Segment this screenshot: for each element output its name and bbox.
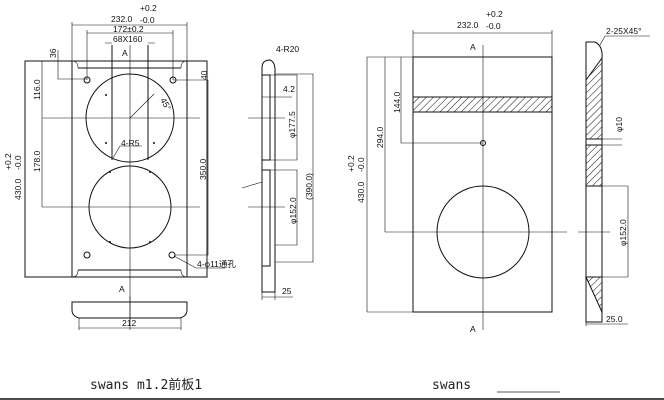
chamfer-note: 2-25X45° [606, 26, 642, 36]
dim-178: 178.0 [32, 150, 42, 172]
height-tol-plus-2: +0.2 [346, 155, 356, 172]
slot-dim: 68X160 [113, 34, 143, 44]
dia-177: φ177.5 [287, 111, 297, 138]
dim-294: 294.0 [375, 126, 385, 148]
angle-dim: 45° [158, 96, 173, 112]
side-view-1: 4-R20 4.2 φ177.5 (390.0) φ152.0 25 [241, 44, 314, 300]
height-tol-minus: -0.0 [13, 155, 23, 170]
tol-minus: -0.0 [140, 15, 155, 25]
radius-note-r20: 4-R20 [276, 44, 299, 54]
caption-right: swans [432, 378, 471, 393]
side-view-2: 2-25X45° φ10 φ152.0 25.0 [585, 26, 650, 326]
section-mark-top: A [122, 48, 128, 58]
dim-116: 116.0 [32, 79, 42, 100]
dim-36: 36 [48, 48, 58, 58]
hatched-brace [412, 96, 553, 113]
tol-plus-2: +0.2 [486, 9, 503, 19]
height-dim-2: 430.0 [356, 181, 366, 203]
tol-plus: +0.2 [140, 3, 157, 13]
hole-spacing-dim: 172±0.2 [113, 24, 144, 34]
caption-left: swans m1.2前板1 [90, 377, 202, 393]
dim-4-2: 4.2 [283, 84, 295, 94]
width-dim-2: 232.0 [457, 20, 479, 30]
dim-350: 350.0 [198, 158, 208, 180]
panel-outline [412, 56, 553, 313]
dim-40: 40 [199, 70, 209, 80]
thickness-25-0: 25.0 [606, 314, 623, 324]
dim-144: 144.0 [392, 91, 402, 113]
thickness-25: 25 [282, 286, 292, 296]
plate-outline [71, 61, 188, 277]
bottom-section-view: 212 [71, 296, 188, 330]
flange-outline [24, 60, 208, 278]
front-view-1: 232.0 +0.2 -0.0 172±0.2 68X160 A 36 40 1… [3, 3, 236, 320]
dim-390: (390.0) [304, 173, 314, 200]
tol-minus-2: -0.0 [486, 21, 501, 31]
width-dim: 232.0 [111, 14, 133, 24]
hole-note: 4-φ11通孔 [197, 259, 236, 269]
dia-152-2: φ152.0 [618, 219, 628, 246]
height-tol-plus: +0.2 [3, 153, 13, 170]
dia-152: φ152.0 [288, 197, 298, 224]
height-dim: 430.0 [13, 178, 23, 200]
dia-10: φ10 [614, 117, 624, 132]
bottom-width-dim: 212 [122, 318, 136, 328]
section-mark-bottom: A [119, 284, 125, 294]
section-mark-top-2: A [470, 42, 476, 52]
radius-note: 4-R5 [121, 138, 140, 148]
height-tol-minus-2: -0.0 [356, 157, 366, 172]
section-mark-bottom-2: A [470, 324, 476, 334]
front-view-2: 232.0 +0.2 -0.0 144.0 294.0 430.0 +0.2 -… [346, 9, 610, 334]
